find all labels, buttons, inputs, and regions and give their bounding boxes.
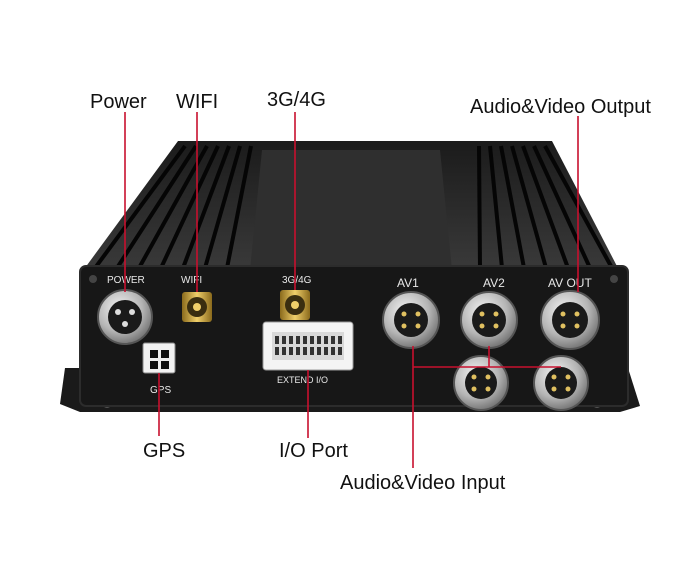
gps-connector [142,342,176,374]
av1-connector [382,291,440,349]
panel-label-gps: GPS [150,385,171,396]
callout-av-output: Audio&Video Output [470,96,651,118]
panel-label-3g4g: 3G/4G [282,275,312,286]
av3-connector [453,355,509,411]
extend-io-port [262,321,354,371]
callout-power: Power [90,91,147,113]
callout-wifi: WIFI [176,91,219,113]
callout-gps: GPS [143,440,186,462]
wifi-antenna-connector [182,292,212,322]
callout-3g4g: 3G/4G [267,89,326,111]
callout-io-port: I/O Port [279,440,348,462]
panel-label-av-out: AV OUT [548,276,592,290]
leader-lines [124,112,579,468]
callout-av-input: Audio&Video Input [340,472,506,494]
cellular-antenna-connector [280,290,310,320]
av4-connector [533,355,589,411]
panel-label-extend-io: EXTEND I/O [277,375,328,385]
panel-label-wifi: WIFI [181,275,202,286]
heat-sink [82,141,620,272]
power-connector [97,289,153,345]
av-out-connector [540,290,600,350]
panel-label-power: POWER [107,275,145,286]
av2-connector [460,291,518,349]
panel-label-av1: AV1 [397,276,419,290]
panel-label-av2: AV2 [483,276,505,290]
